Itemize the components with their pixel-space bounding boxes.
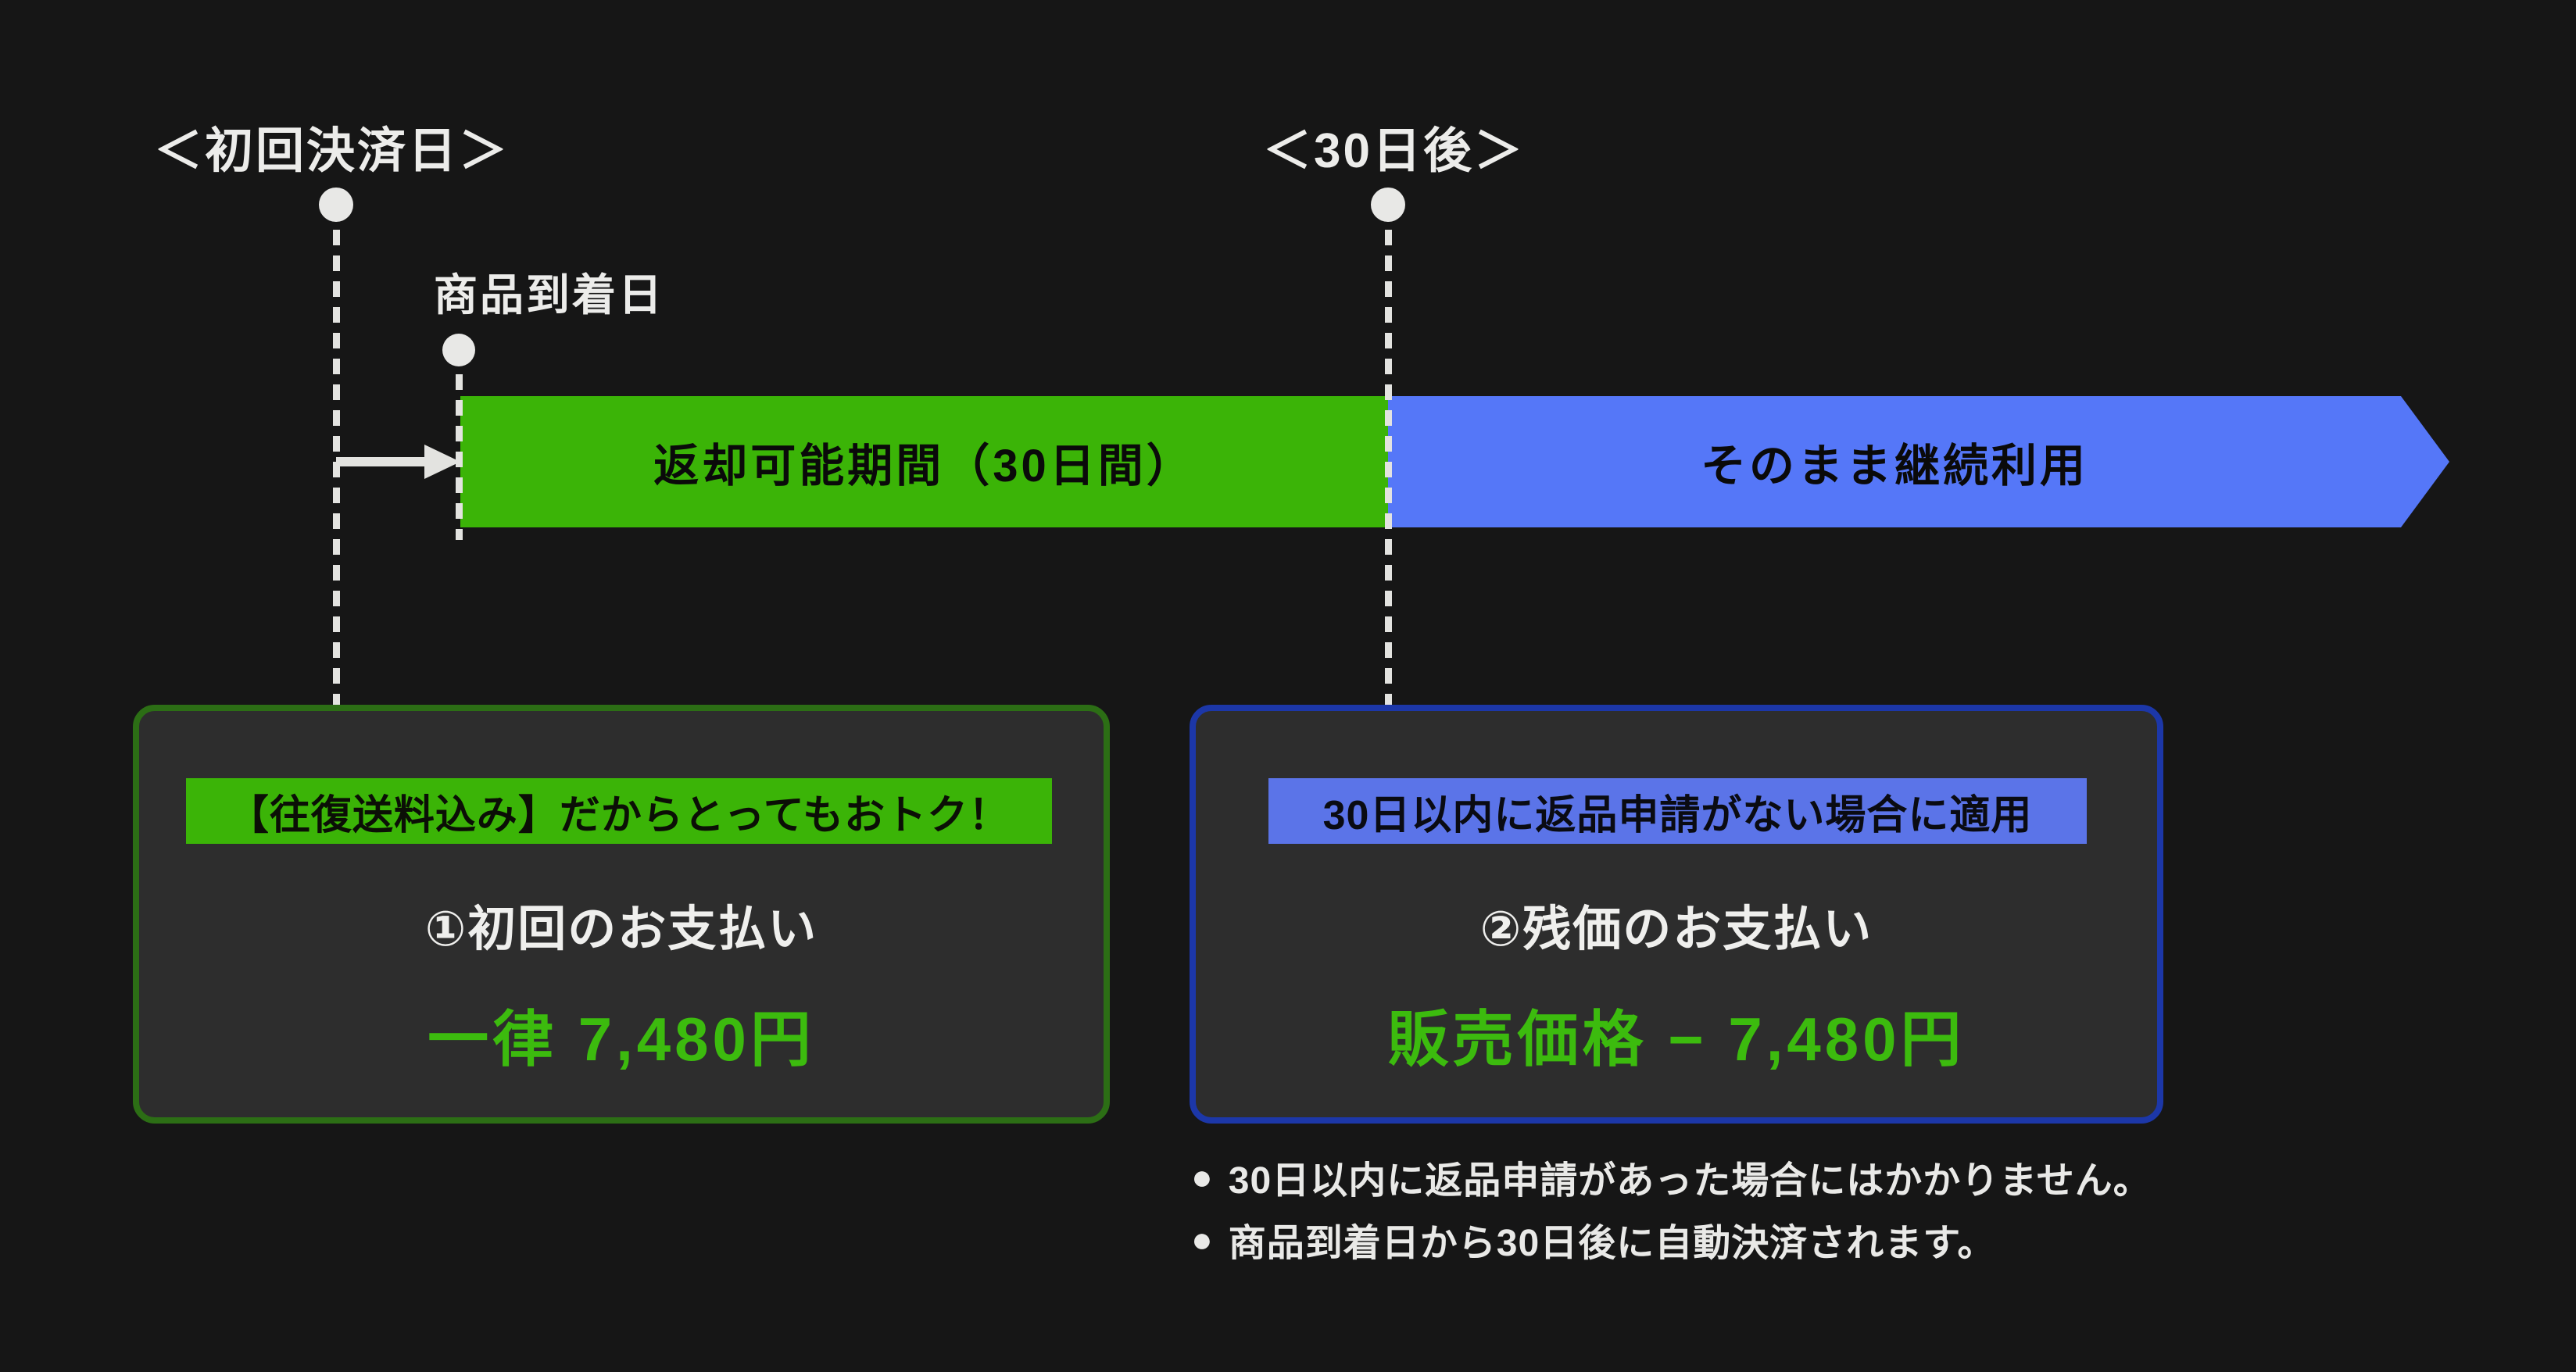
return-period-bar: 返却可能期間（30日間） (460, 396, 1388, 527)
first-payment-dashed-line (333, 230, 340, 705)
arrival-date-label: 商品到着日 (434, 270, 664, 320)
residual-payment-price: 販売価格 − 7,480円 (1387, 1005, 1966, 1074)
footnotes: ● 30日以内に返品申請があった場合にはかかりません。 ● 商品到着日から30日… (1191, 1145, 2152, 1270)
first-payment-badge: 【往復送料込み】だからとってもおトク！ (186, 778, 1052, 844)
continue-use-bar-label: そのまま継続利用 (1700, 441, 2088, 491)
residual-payment-title: ②残価のお支払い (1479, 902, 1873, 956)
arrival-date-dot-icon (442, 334, 475, 366)
after-30-days-label: ＜30日後＞ (1263, 124, 1525, 178)
bullet-icon: ● (1191, 1156, 1213, 1197)
arrival-date-dashed-line (456, 374, 463, 540)
continue-use-bar-arrowhead-icon (2401, 396, 2449, 527)
right-arrow-head-icon (424, 445, 460, 479)
first-payment-card: 【往復送料込み】だからとってもおトク！ ①初回のお支払い 一律 7,480円 (133, 705, 1110, 1124)
first-payment-title: ①初回のお支払い (424, 902, 818, 956)
footnote-text: 商品到着日から30日後に自動決済されます。 (1228, 1223, 1996, 1264)
first-payment-dot-icon (319, 188, 353, 222)
after-30-days-dot-icon (1371, 188, 1405, 222)
first-payment-date-label: ＜初回決済日＞ (154, 124, 510, 178)
after-30-days-dashed-line (1385, 230, 1392, 705)
continue-use-bar: そのまま継続利用 (1388, 396, 2401, 527)
footnote-line: ● 30日以内に返品申請があった場合にはかかりません。 (1191, 1145, 2152, 1208)
right-arrow-icon (336, 457, 427, 466)
first-payment-price: 一律 7,480円 (428, 1005, 815, 1074)
residual-payment-card: 30日以内に返品申請がない場合に適用 ②残価のお支払い 販売価格 − 7,480… (1190, 705, 2163, 1124)
bullet-icon: ● (1191, 1219, 1213, 1259)
return-period-bar-label: 返却可能期間（30日間） (653, 441, 1195, 491)
footnote-line: ● 商品到着日から30日後に自動決済されます。 (1191, 1208, 2152, 1270)
footnote-text: 30日以内に返品申請があった場合にはかかりません。 (1228, 1160, 2152, 1202)
residual-payment-badge: 30日以内に返品申請がない場合に適用 (1268, 778, 2087, 844)
